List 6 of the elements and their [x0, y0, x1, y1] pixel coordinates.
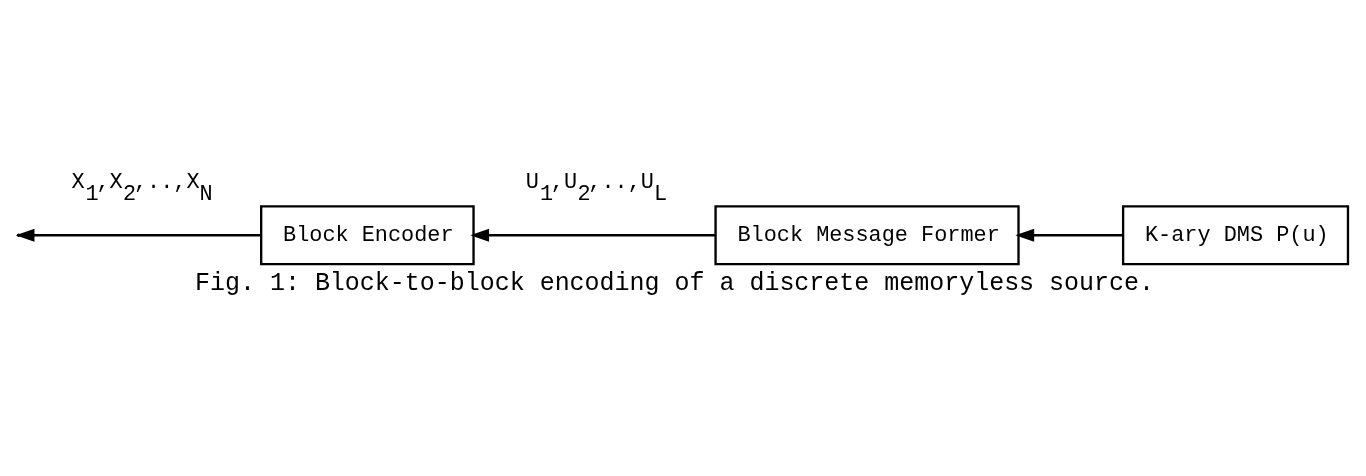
arrow	[470, 228, 716, 242]
node-box: Block Message Former	[714, 205, 1020, 266]
arrow	[1015, 228, 1123, 242]
node-box: K-ary DMS P(u)	[1121, 205, 1350, 266]
caption: Fig. 1: Block-to-block encoding of a discrete memoryless source.	[195, 269, 1154, 299]
node-box: Block Encoder	[260, 205, 475, 266]
